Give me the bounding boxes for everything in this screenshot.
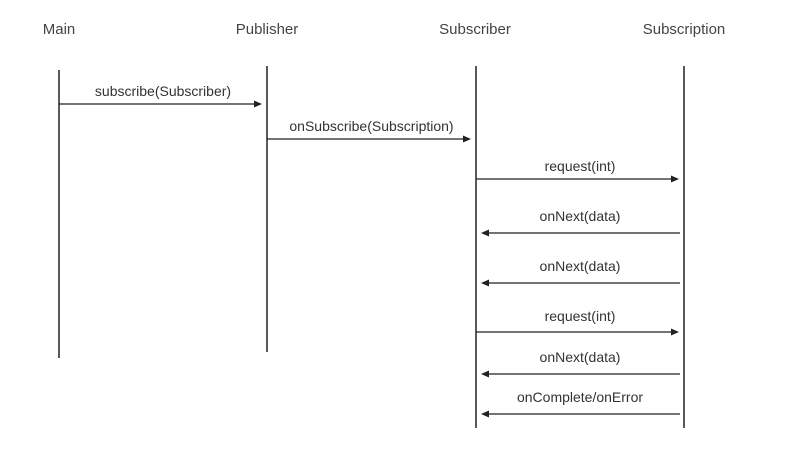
- message-label: request(int): [545, 158, 616, 174]
- participant-label-main: Main: [43, 21, 76, 38]
- message-arrowhead: [254, 100, 262, 108]
- message-5: onNext(data): [481, 258, 680, 287]
- message-label: onNext(data): [540, 208, 621, 224]
- message-6: request(int): [476, 308, 679, 336]
- message-label: onNext(data): [540, 258, 621, 274]
- message-8: onComplete/onError: [481, 389, 680, 418]
- message-label: onComplete/onError: [517, 389, 643, 405]
- message-label: subscribe(Subscriber): [95, 83, 231, 99]
- message-4: onNext(data): [481, 208, 680, 237]
- message-1: subscribe(Subscriber): [59, 83, 262, 108]
- message-arrowhead: [481, 229, 489, 237]
- message-3: request(int): [476, 158, 679, 183]
- participant-label-subscription: Subscription: [643, 21, 726, 38]
- message-arrowhead: [671, 328, 679, 336]
- message-arrowhead: [463, 135, 471, 143]
- participant-label-subscriber: Subscriber: [439, 21, 511, 38]
- participant-label-publisher: Publisher: [236, 21, 299, 38]
- messages: subscribe(Subscriber) onSubscribe(Subscri…: [59, 83, 680, 418]
- participants: Main Publisher Subscriber Subscription: [43, 21, 726, 38]
- message-2: onSubscribe(Subscription): [267, 118, 471, 143]
- message-arrowhead: [481, 410, 489, 418]
- lifelines: [58, 66, 685, 428]
- message-label: request(int): [545, 308, 616, 324]
- message-arrowhead: [671, 175, 679, 183]
- message-arrowhead: [481, 370, 489, 378]
- message-label: onNext(data): [540, 349, 621, 365]
- message-arrowhead: [481, 279, 489, 287]
- message-7: onNext(data): [481, 349, 680, 378]
- message-label: onSubscribe(Subscription): [289, 118, 453, 134]
